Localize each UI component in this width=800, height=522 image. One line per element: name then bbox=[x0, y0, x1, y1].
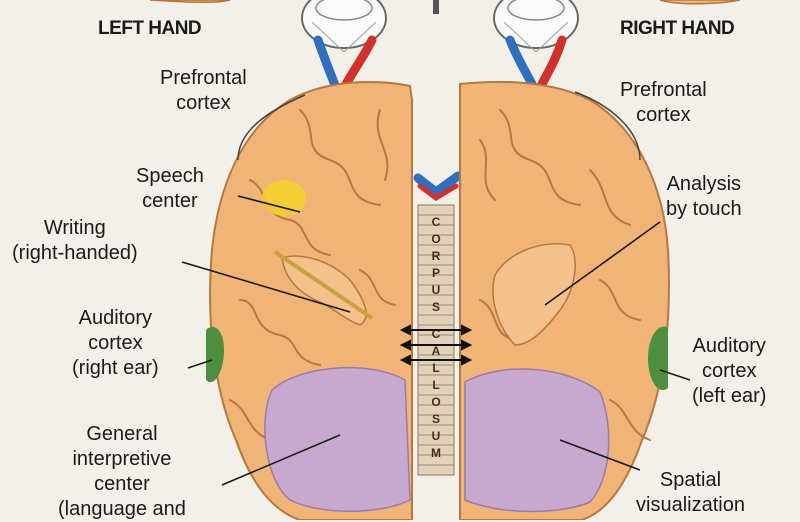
touch-hand bbox=[492, 243, 576, 346]
callosum-letter: O bbox=[431, 395, 440, 409]
prefrontal-left-bracket bbox=[237, 94, 306, 161]
left-hand-heading: LEFT HAND bbox=[98, 18, 202, 39]
callosum-letter: C bbox=[432, 327, 441, 341]
spatial-visualization-region bbox=[464, 368, 610, 513]
callosum-letter: S bbox=[432, 412, 440, 426]
callosum-letter: L bbox=[432, 378, 439, 392]
auditory-cortex-right-region bbox=[648, 326, 668, 391]
general-interpretive-label: General interpretive center (language an… bbox=[58, 423, 186, 520]
corpus-callosum bbox=[417, 204, 455, 476]
right-eye bbox=[493, 0, 579, 53]
prefrontal-cortex-right-label: Prefrontal cortex bbox=[620, 79, 707, 126]
callosum-letter: O bbox=[431, 232, 440, 246]
leader-lines bbox=[181, 195, 691, 486]
analysis-by-touch-label: Analysis by touch bbox=[666, 173, 742, 220]
spatial-visualization-label: Spatial visualization bbox=[636, 469, 745, 516]
callosum-letter: S bbox=[432, 300, 440, 314]
auditory-cortex-right-label: Auditory cortex (left ear) bbox=[692, 335, 767, 407]
callosum-letter: P bbox=[432, 266, 440, 280]
transfer-arrows bbox=[399, 324, 473, 366]
right-hand-heading: RIGHT HAND bbox=[620, 18, 735, 39]
general-interpretive-region bbox=[264, 366, 411, 512]
gyri-lines bbox=[229, 109, 651, 441]
right-hand-shape bbox=[659, 0, 741, 5]
pen bbox=[273, 250, 374, 320]
callosum-letter: A bbox=[432, 344, 441, 358]
speech-center-region bbox=[262, 180, 306, 216]
callosum-stripes bbox=[418, 214, 454, 466]
callosum-letter: C bbox=[432, 215, 441, 229]
left-hand-shape bbox=[149, 0, 231, 4]
writing-label: Writing (right-handed) bbox=[12, 217, 138, 264]
left-eye bbox=[301, 0, 387, 53]
callosum-letter: M bbox=[431, 446, 441, 460]
callosum-letter: U bbox=[432, 283, 441, 297]
callosum-letter: U bbox=[432, 429, 441, 443]
auditory-cortex-left-region bbox=[206, 326, 224, 383]
callosum-letter: R bbox=[432, 249, 441, 263]
callosum-letter: L bbox=[432, 361, 439, 375]
prefrontal-right-bracket bbox=[574, 91, 641, 161]
prefrontal-cortex-left-label: Prefrontal cortex bbox=[160, 67, 247, 114]
nose-marker bbox=[433, 0, 439, 14]
auditory-cortex-left-label: Auditory cortex (right ear) bbox=[72, 307, 159, 379]
speech-center-label: Speech center bbox=[136, 165, 204, 212]
